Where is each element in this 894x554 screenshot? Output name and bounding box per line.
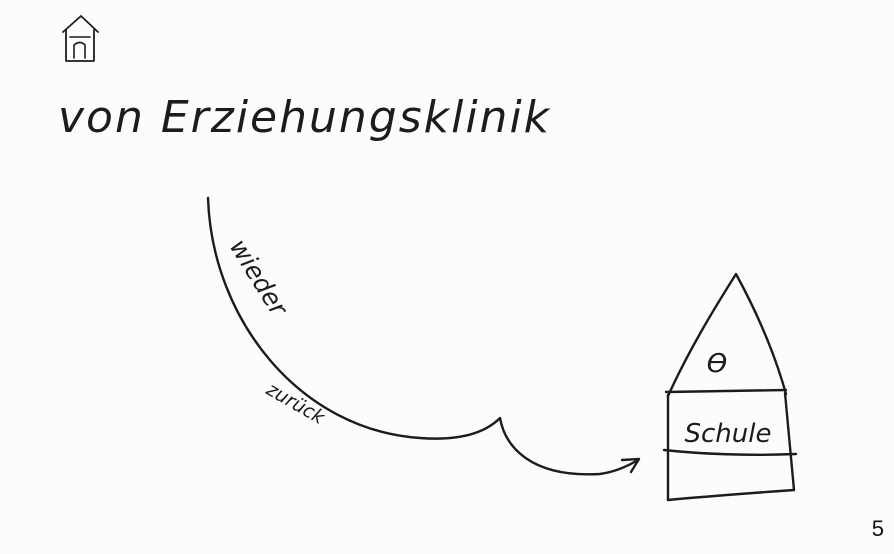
curved-arrow bbox=[208, 198, 639, 474]
house-icon bbox=[63, 16, 98, 61]
arrow-label-upper: wieder bbox=[224, 234, 294, 322]
page-number: 5 bbox=[872, 516, 884, 542]
school-symbol: ϴ bbox=[707, 349, 727, 379]
school-label: Schule bbox=[685, 419, 772, 449]
school-building-icon bbox=[664, 274, 796, 500]
title-text: von Erziehungsklinik bbox=[58, 92, 551, 143]
